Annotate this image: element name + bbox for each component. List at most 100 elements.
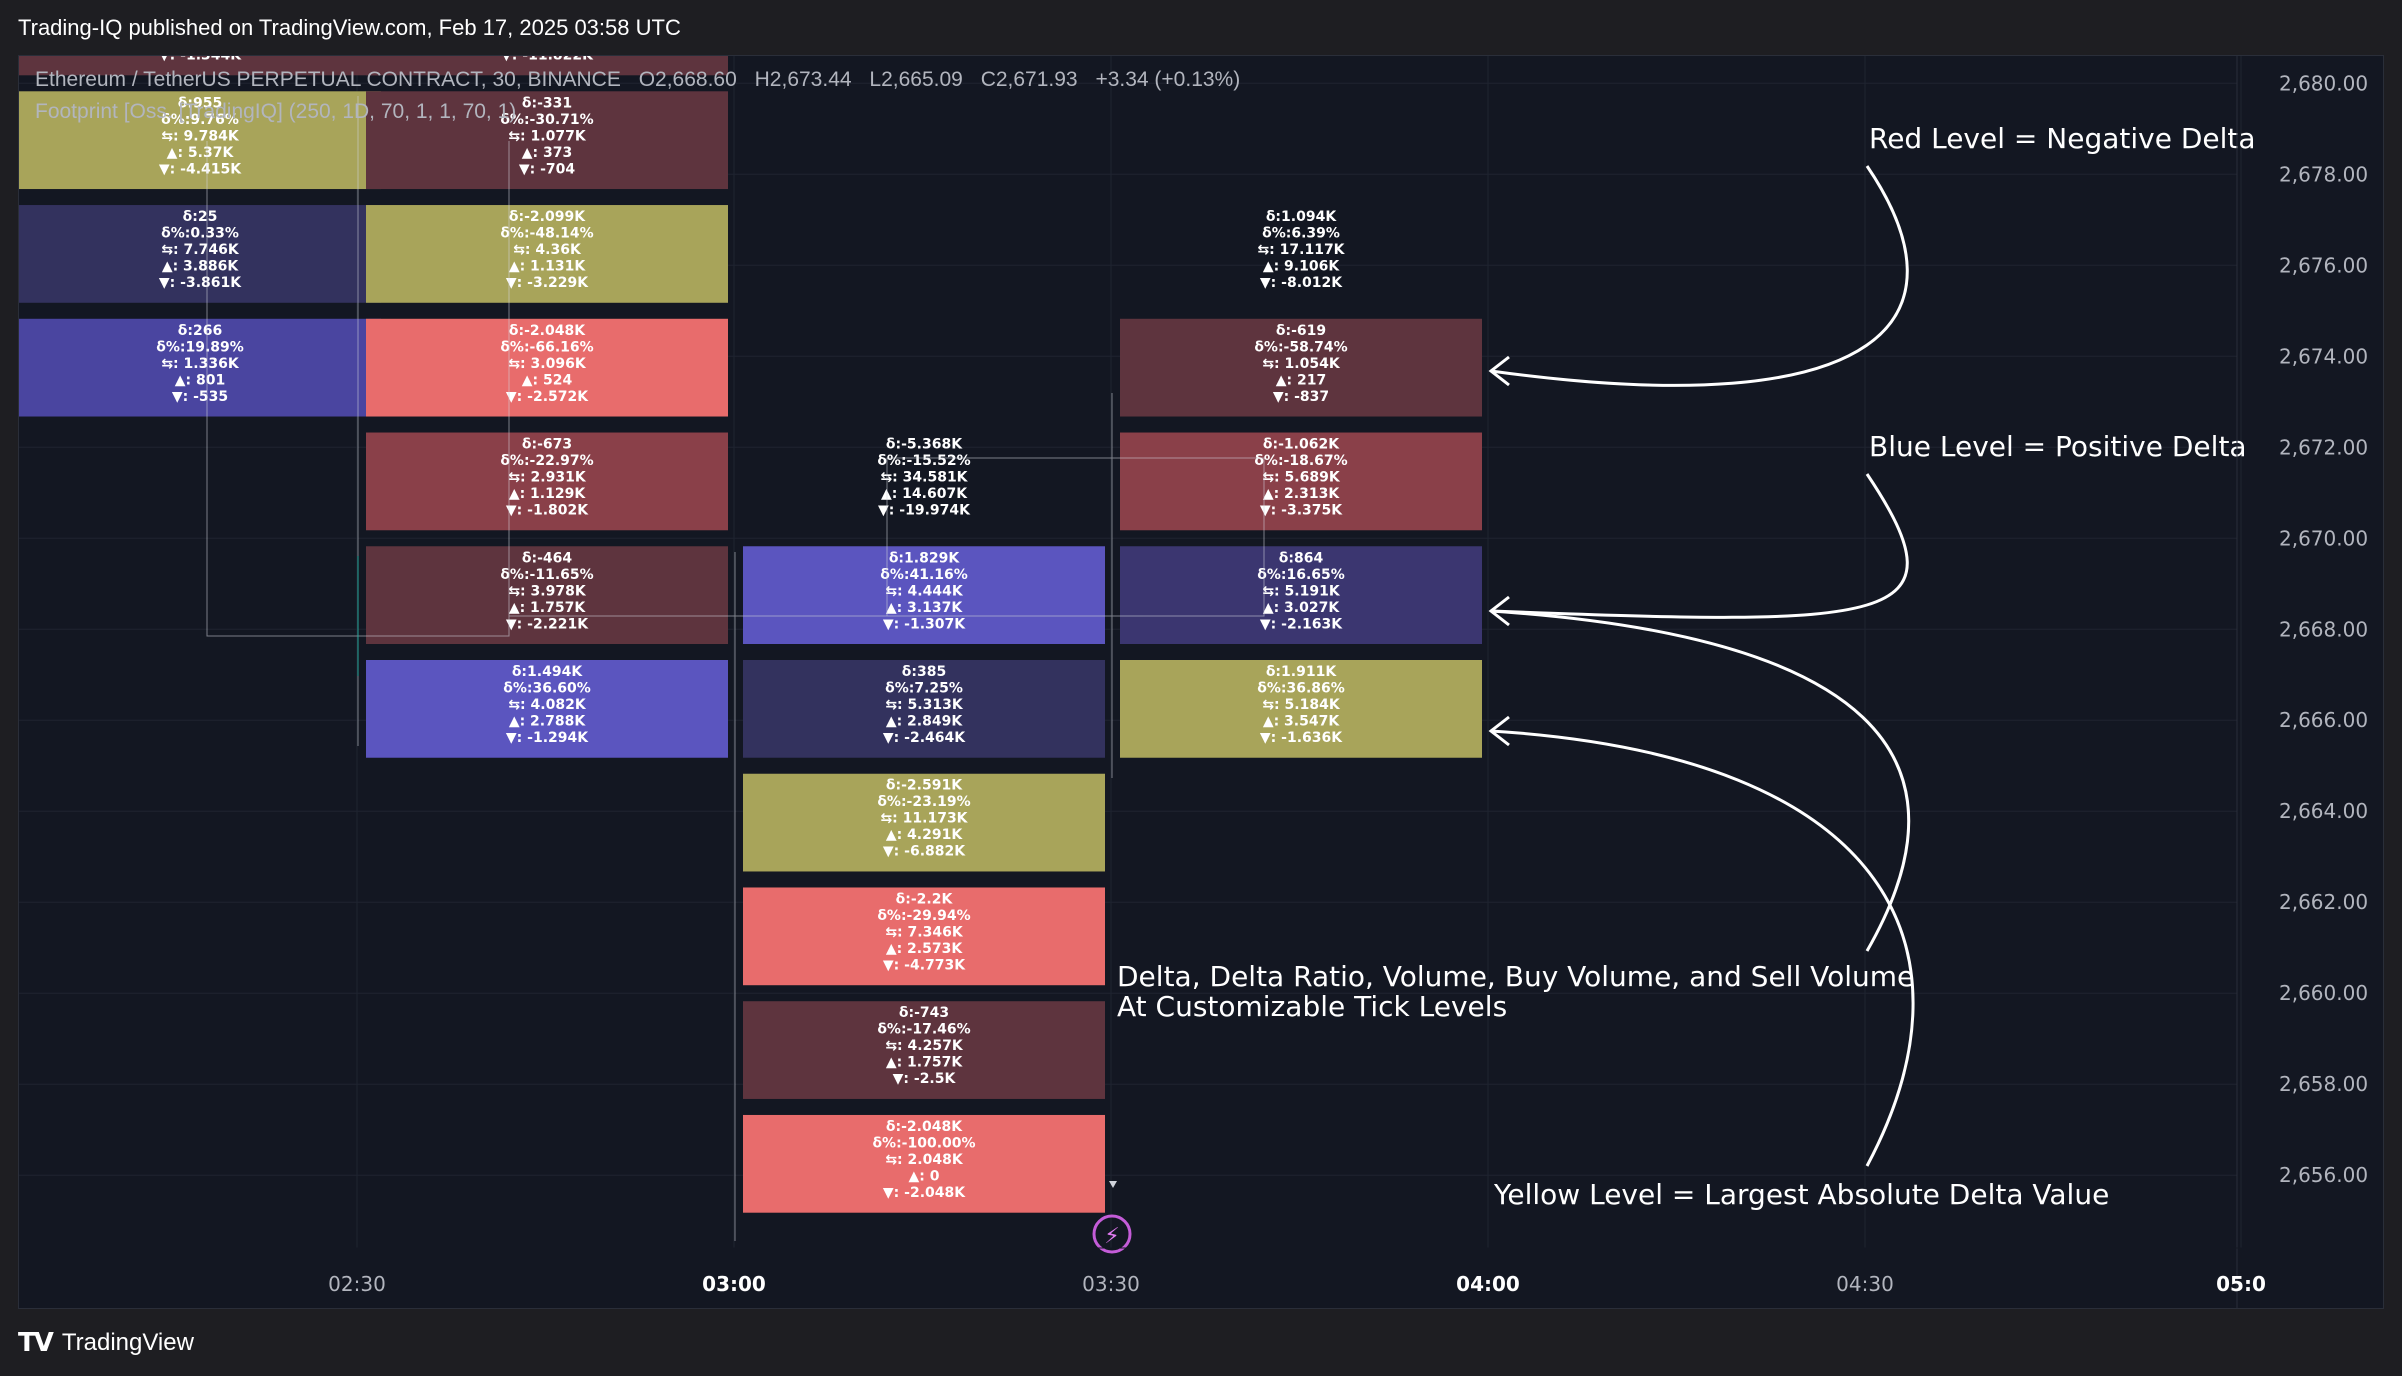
level-value: ▲: 2.573K: [886, 941, 964, 957]
footprint-level[interactable]: ▲: 1.099K▼: -1.344K: [19, 56, 381, 76]
level-value: ⇆: 1.336K: [161, 356, 239, 372]
level-value: ⇆: 34.581K: [880, 470, 968, 486]
arrow-head: [1488, 355, 1510, 387]
level-value: ⇆: 5.191K: [1262, 583, 1340, 599]
price-tick-label: 2,670.00: [2279, 526, 2368, 550]
level-value: ▼: -1.636K: [1260, 730, 1343, 746]
level-box[interactable]: [366, 660, 728, 758]
level-value: ▲: 5.37K: [167, 145, 235, 161]
level-value: δ%:-100.00%: [872, 1135, 975, 1151]
level-value: ▲: 1.129K: [509, 486, 587, 502]
tradingview-logo-icon: TV: [18, 1328, 54, 1358]
annotation-label: Blue Level = Positive Delta: [1869, 430, 2247, 463]
footprint-level[interactable]: δ:-2.2Kδ%:-29.94%⇆: 7.346K▲: 2.573K▼: -4…: [743, 887, 1105, 986]
level-value: δ:1.829K: [889, 550, 961, 566]
level-value: δ%:-11.65%: [500, 567, 593, 583]
level-box[interactable]: [743, 773, 1105, 872]
level-value: ▲: 2.849K: [886, 714, 964, 730]
level-value: ▲: 1.131K: [509, 259, 587, 275]
level-value: ⇆: 4.36K: [513, 242, 582, 258]
level-box[interactable]: [366, 546, 728, 644]
footprint-level[interactable]: ▲: 7.701K▼: -11.822K: [366, 56, 728, 76]
level-value: ▲: 3.027K: [1263, 600, 1341, 616]
level-value: ▼: -1.344K: [159, 56, 242, 64]
level-box[interactable]: [1120, 546, 1482, 644]
level-box[interactable]: [743, 546, 1105, 644]
level-value: ▼: -8.012K: [1260, 275, 1343, 291]
level-value: ▼: -4.773K: [883, 957, 966, 973]
level-box[interactable]: [19, 91, 381, 190]
level-box[interactable]: [743, 887, 1105, 986]
level-box[interactable]: [19, 205, 381, 303]
level-value: δ:864: [1279, 550, 1324, 566]
level-box[interactable]: [366, 91, 728, 190]
level-value: ▼: -1.294K: [506, 730, 589, 746]
level-value: ▲: 3.137K: [886, 600, 964, 616]
tradingview-logo[interactable]: TV TradingView: [18, 1323, 194, 1363]
level-value: ⇆: 4.444K: [885, 583, 963, 599]
footprint-level[interactable]: δ:25δ%:0.33%⇆: 7.746K▲: 3.886K▼: -3.861K: [19, 205, 381, 303]
level-value: ⇆: 11.173K: [880, 811, 968, 827]
level-value: ▲: 2.788K: [509, 714, 587, 730]
level-value: ▲: 217: [1276, 372, 1326, 388]
level-box[interactable]: [1120, 432, 1482, 531]
level-value: δ:385: [902, 664, 946, 680]
level-box[interactable]: [743, 1001, 1105, 1099]
footer-bar: TV TradingView: [0, 1309, 2402, 1376]
level-box[interactable]: [19, 56, 381, 76]
level-box[interactable]: [366, 205, 728, 303]
price-tick-label: 2,664.00: [2279, 799, 2368, 823]
level-box[interactable]: [1120, 660, 1482, 758]
level-value: ▼: -2.464K: [883, 730, 966, 746]
level-box[interactable]: [743, 660, 1105, 758]
level-box[interactable]: [1120, 318, 1482, 417]
level-box[interactable]: [366, 318, 728, 417]
price-tick-label: 2,658.00: [2279, 1072, 2368, 1096]
level-box[interactable]: [366, 432, 728, 531]
level-value: ⇆: 5.313K: [885, 697, 963, 713]
level-value: δ:266: [178, 323, 222, 339]
candle-outline: [887, 457, 1265, 617]
price-tick-label: 2,680.00: [2279, 71, 2368, 95]
level-box[interactable]: [366, 56, 728, 76]
price-tick-label: 2,678.00: [2279, 162, 2368, 186]
level-value: ▼: -837: [1273, 389, 1329, 405]
annotation-arrow: [1490, 729, 1915, 1167]
level-value: ⇆: 2.048K: [885, 1152, 963, 1168]
level-value: ▼: -4.415K: [159, 161, 242, 177]
annotation-arrow: [1490, 473, 1909, 619]
level-box[interactable]: [743, 1114, 1105, 1213]
level-box[interactable]: [19, 318, 381, 417]
level-value: ⇆: 17.117K: [1257, 242, 1345, 258]
time-tick-label: 04:30: [1836, 1272, 1894, 1296]
replay-lightning-icon[interactable]: [1092, 1214, 1132, 1254]
level-value: ▼: -1.307K: [883, 616, 966, 632]
level-value: ▼: -3.375K: [1260, 503, 1343, 519]
level-value: δ:-743: [899, 1005, 949, 1021]
level-value: ▲: 3.886K: [162, 259, 240, 275]
level-value: ⇆: 4.257K: [885, 1038, 963, 1054]
